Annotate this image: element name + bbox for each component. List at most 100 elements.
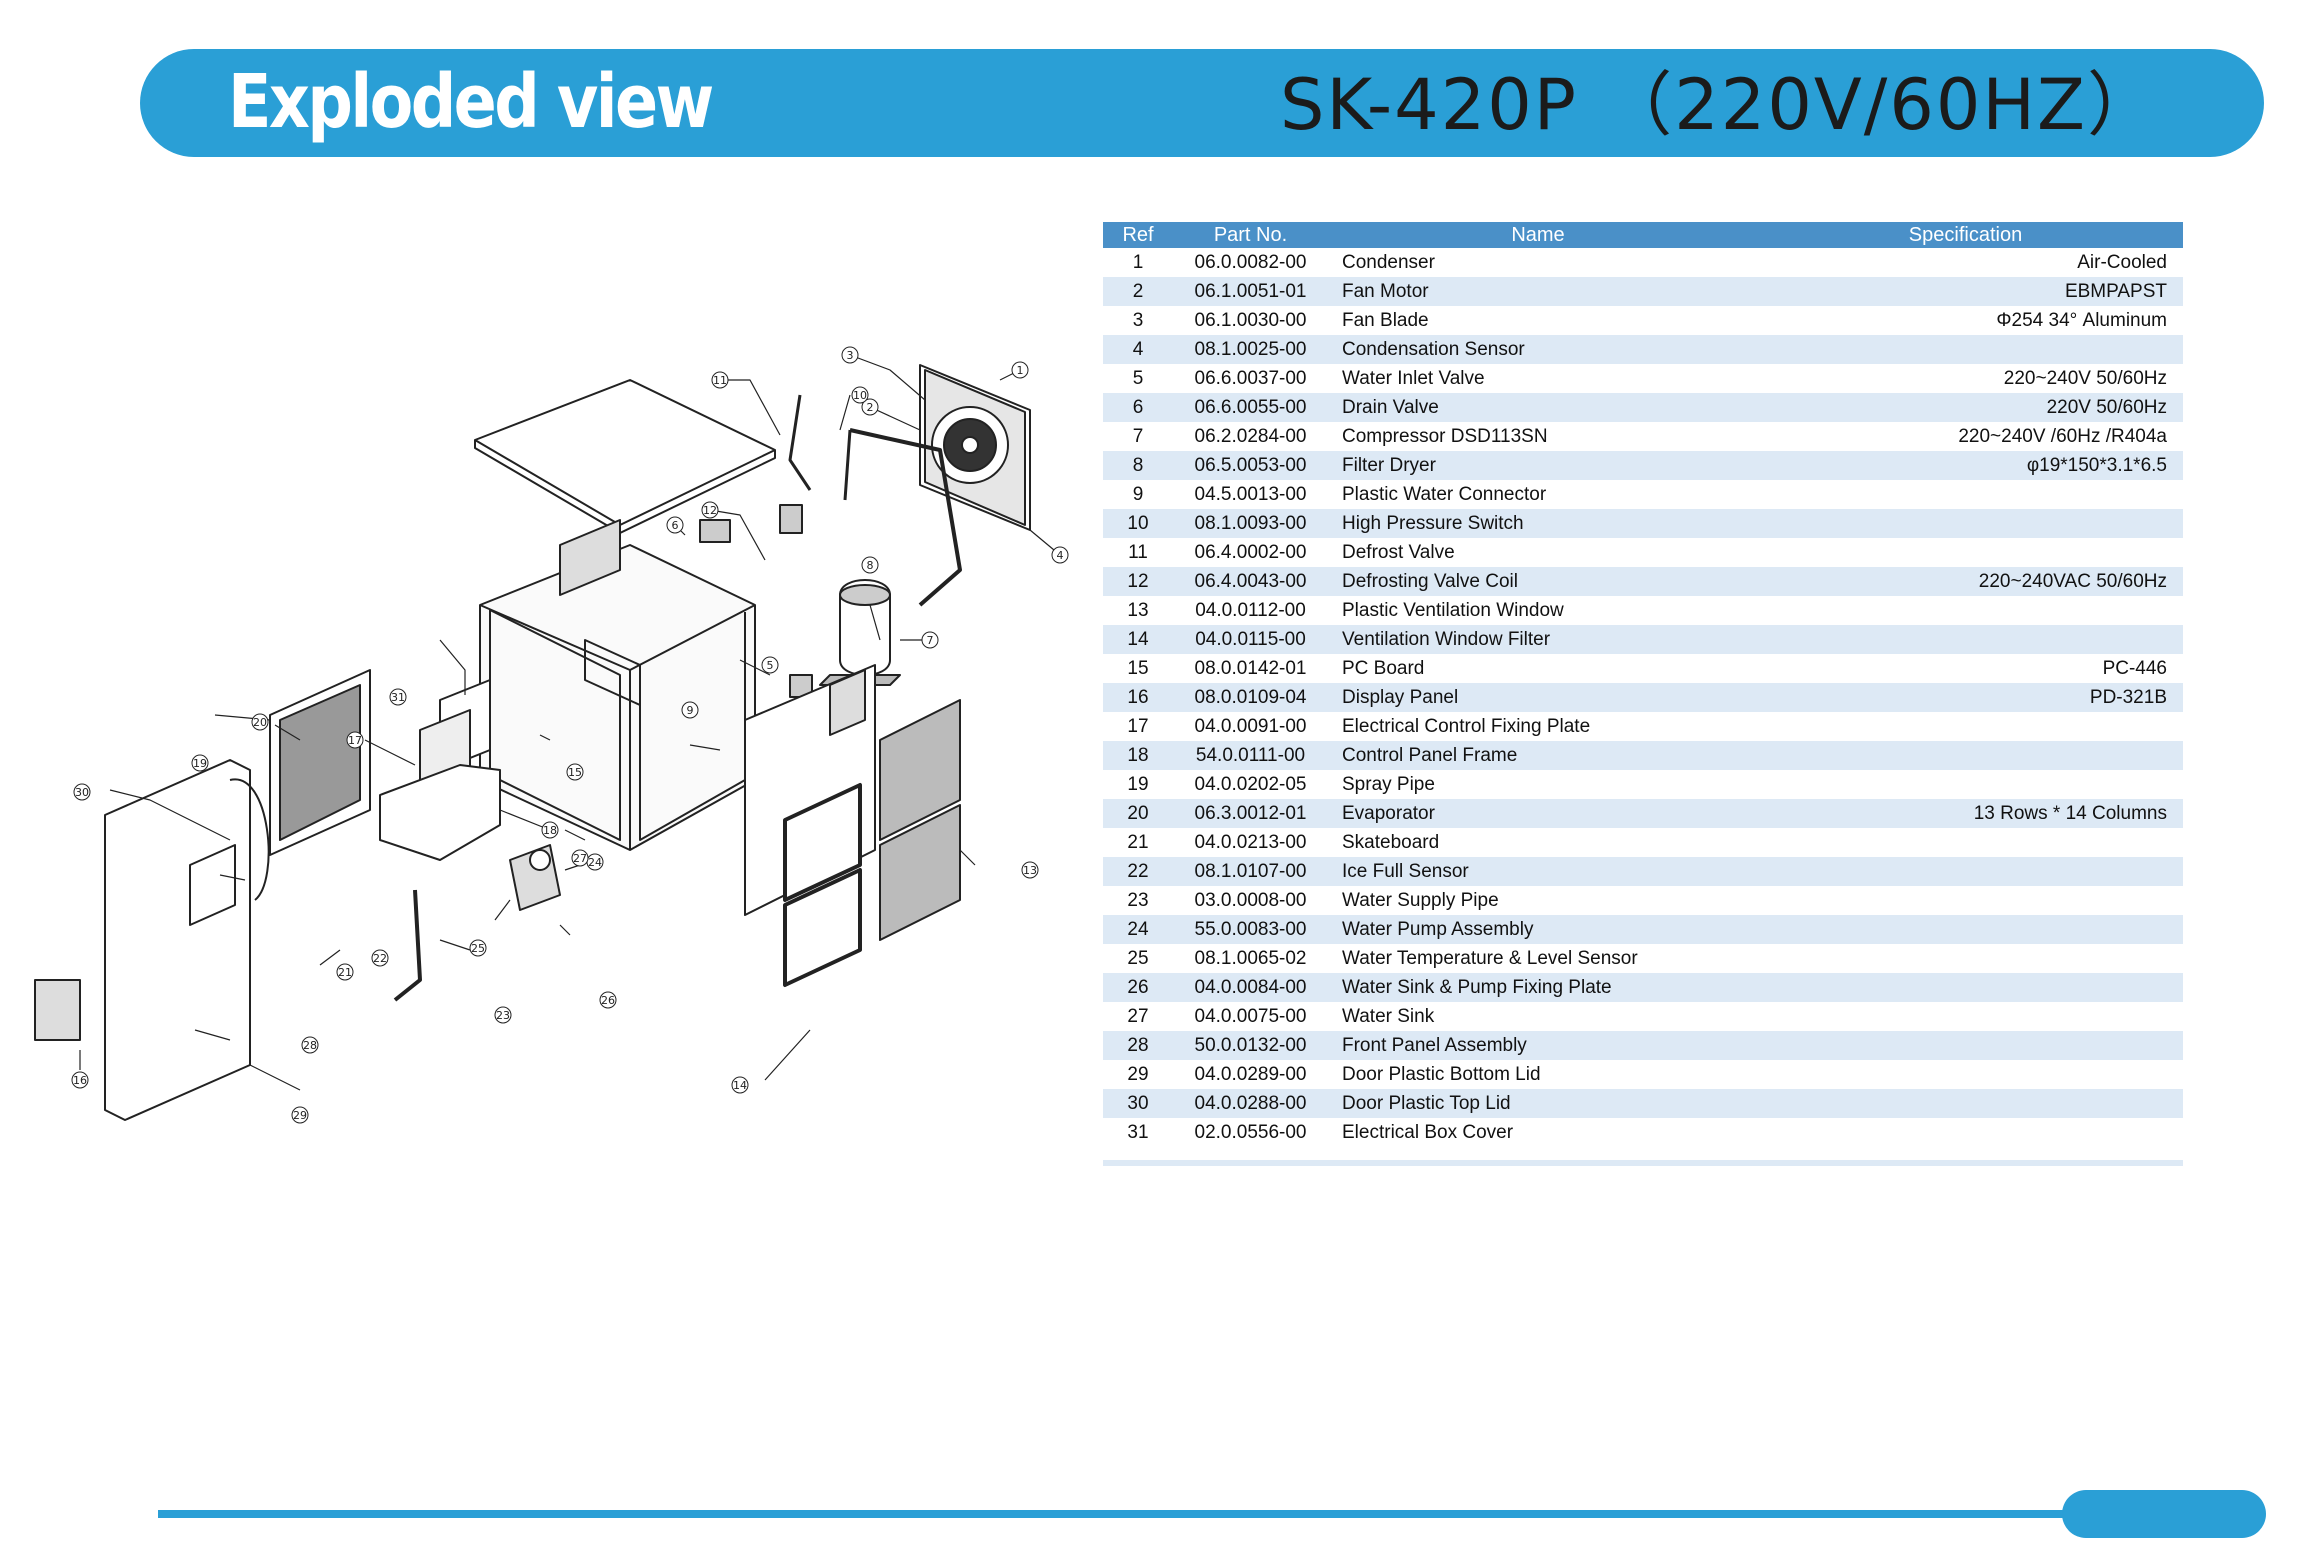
cell-part-no: 54.0.0111-00 xyxy=(1173,741,1328,770)
callout-10: 10 xyxy=(853,389,867,402)
cell-ref: 29 xyxy=(1127,1063,1149,1085)
cell-name: Display Panel xyxy=(1328,683,1748,712)
callout-3: 3 xyxy=(847,349,854,362)
cell-name: Spray Pipe xyxy=(1342,773,1435,795)
cell-name: Water Pump Assembly xyxy=(1328,915,1748,944)
cell-part-no: 04.0.0084-00 xyxy=(1173,973,1328,1002)
callout-13: 13 xyxy=(1023,864,1037,877)
callout-27: 27 xyxy=(573,852,587,865)
cell-name: Condensation Sensor xyxy=(1328,335,1748,364)
cell-part-no: 08.1.0065-02 xyxy=(1194,947,1307,969)
cell-specification xyxy=(1748,857,2183,886)
callout-5: 5 xyxy=(767,659,774,672)
cell-ref: 9 xyxy=(1132,483,1144,505)
header-bar xyxy=(140,49,2264,157)
cell-name: PC Board xyxy=(1342,657,1425,679)
cell-name: Electrical Control Fixing Plate xyxy=(1342,715,1591,737)
callout-25: 25 xyxy=(471,942,485,955)
cell-ref: 1 xyxy=(1132,251,1144,273)
cell-part-no: 06.4.0002-00 xyxy=(1194,541,1307,563)
cell-ref: 3 xyxy=(1132,309,1144,331)
cell-part-no: 04.0.0289-00 xyxy=(1194,1063,1307,1085)
cell-name: Plastic Water Connector xyxy=(1342,483,1547,505)
cell-ref: 24 xyxy=(1103,915,1173,944)
cell-ref: 26 xyxy=(1103,973,1173,1002)
cell-part-no: 04.5.0013-00 xyxy=(1194,483,1307,505)
cell-name: Drain Valve xyxy=(1328,393,1748,422)
cell-specification xyxy=(1748,828,2183,857)
cell-name: Plastic Ventilation Window xyxy=(1342,599,1564,621)
cell-specification xyxy=(1748,944,2183,973)
cell-specification xyxy=(1748,886,2183,915)
cell-part-no: 06.6.0055-00 xyxy=(1173,393,1328,422)
cell-specification: PC-446 xyxy=(2102,657,2167,679)
cell-specification xyxy=(1748,712,2183,741)
cell-name: Water Sink & Pump Fixing Plate xyxy=(1328,973,1748,1002)
cell-specification: 220~240V /60Hz /R404a xyxy=(1958,425,2167,447)
cell-ref: 13 xyxy=(1127,599,1149,621)
cell-part-no: 04.0.0115-00 xyxy=(1173,625,1328,654)
cell-ref: 18 xyxy=(1103,741,1173,770)
cell-ref: 31 xyxy=(1127,1121,1149,1143)
callout-20: 20 xyxy=(253,716,267,729)
cell-specification: 13 Rows * 14 Columns xyxy=(1748,799,2183,828)
cabinet-frame xyxy=(479,544,756,851)
cell-specification: 220~240V 50/60Hz xyxy=(2003,367,2167,389)
cell-name: Defrosting Valve Coil xyxy=(1328,567,1748,596)
cell-part-no: 06.5.0053-00 xyxy=(1173,451,1328,480)
water-sink xyxy=(379,764,501,861)
cell-name: Water Temperature & Level Sensor xyxy=(1342,947,1638,969)
cell-name: Skateboard xyxy=(1342,831,1440,853)
cell-ref: 11 xyxy=(1128,541,1148,563)
callout-28: 28 xyxy=(303,1039,317,1052)
cell-specification xyxy=(1748,625,2183,654)
callout-11: 11 xyxy=(713,374,727,387)
exploded-view-diagram: 11 3 1 2 10 4 12 6 8 7 5 9 13 14 15 16 1… xyxy=(34,346,1069,1124)
callout-14: 14 xyxy=(733,1079,747,1092)
cell-ref: 19 xyxy=(1127,773,1149,795)
cell-ref: 16 xyxy=(1103,683,1173,712)
callout-1: 1 xyxy=(1017,364,1024,377)
cell-ref: 14 xyxy=(1103,625,1173,654)
cell-ref: 4 xyxy=(1103,335,1173,364)
table-row: 9 04.5.0013-00 Plastic Water Connector xyxy=(1103,480,2183,509)
cell-ref: 12 xyxy=(1103,567,1173,596)
cell-name: Fan Blade xyxy=(1342,309,1429,331)
cell-name: Front Panel Assembly xyxy=(1328,1031,1748,1060)
cell-name: Door Plastic Top Lid xyxy=(1328,1089,1748,1118)
cell-part-no: 06.0.0082-00 xyxy=(1194,251,1307,273)
cell-part-no: 08.0.0109-04 xyxy=(1173,683,1328,712)
callout-16: 16 xyxy=(73,1074,87,1087)
cell-specification: EBMPAPST xyxy=(1748,277,2183,306)
cell-specification: φ19*150*3.1*6.5 xyxy=(1748,451,2183,480)
cell-specification xyxy=(1748,1031,2183,1060)
callout-29: 29 xyxy=(293,1109,307,1122)
cell-ref: 28 xyxy=(1103,1031,1173,1060)
footer-line xyxy=(158,1510,2088,1518)
cell-specification xyxy=(1748,1002,2183,1031)
cell-name: Ventilation Window Filter xyxy=(1328,625,1748,654)
cell-ref: 8 xyxy=(1103,451,1173,480)
callout-24: 24 xyxy=(588,856,602,869)
cell-specification xyxy=(1748,1118,2183,1147)
cell-ref: 20 xyxy=(1103,799,1173,828)
cell-specification: Air-Cooled xyxy=(2077,251,2167,273)
